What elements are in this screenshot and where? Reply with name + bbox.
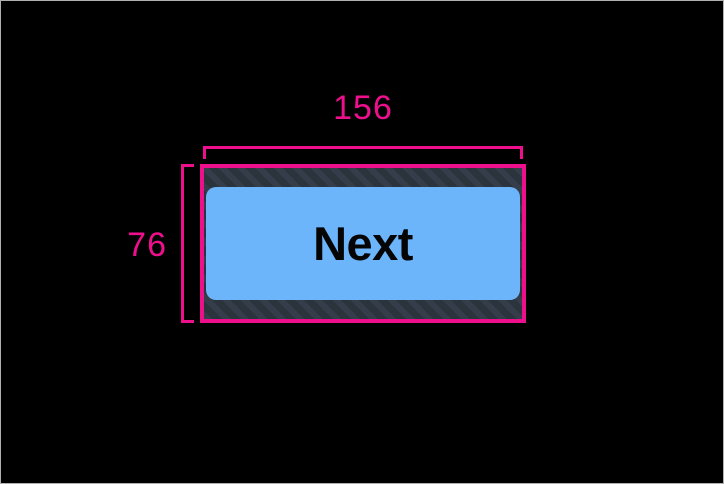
width-dimension-bracket — [203, 146, 523, 159]
next-button[interactable]: Next — [206, 187, 520, 300]
height-dimension-bracket — [181, 164, 194, 323]
height-dimension-label: 76 — [127, 226, 167, 264]
width-dimension-label: 156 — [333, 89, 393, 127]
measurement-outline — [200, 164, 526, 323]
